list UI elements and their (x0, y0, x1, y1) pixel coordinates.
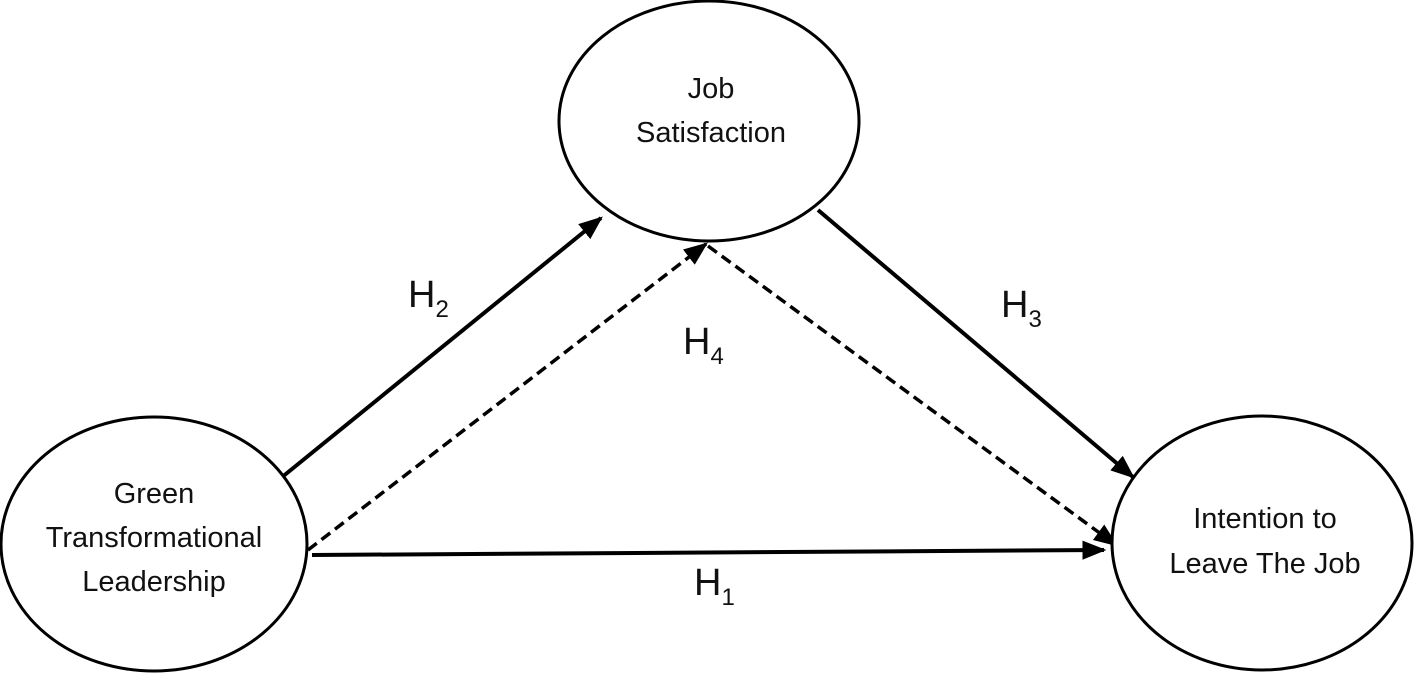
node-label-line: Intention to (1193, 503, 1337, 535)
arrow-h4-up (306, 242, 708, 552)
arrow-h1 (311, 540, 1107, 560)
hypothesis-label-h1: H1 (694, 562, 735, 611)
hypothesis-label-h4: H4 (683, 321, 724, 370)
node-label-line: Satisfaction (636, 117, 786, 149)
node-green-transformational-leadership: Green Transformational Leadership (0, 415, 309, 673)
node-label-line: Transformational (46, 522, 263, 554)
node-label-line: Leave The Job (1169, 548, 1360, 580)
node-intention-to-leave-the-job: Intention to Leave The Job (1110, 414, 1414, 672)
hypothesis-label-h3: H3 (1001, 284, 1042, 333)
node-job-satisfaction: Job Satisfaction (557, 0, 861, 243)
node-label-line: Job (688, 73, 735, 105)
arrow-h3 (816, 208, 1135, 479)
arrow-h2 (274, 216, 603, 484)
node-label-line: Leadership (82, 566, 226, 598)
node-label-line: Green (114, 478, 195, 510)
hypothesis-label-h2: H2 (408, 274, 449, 323)
